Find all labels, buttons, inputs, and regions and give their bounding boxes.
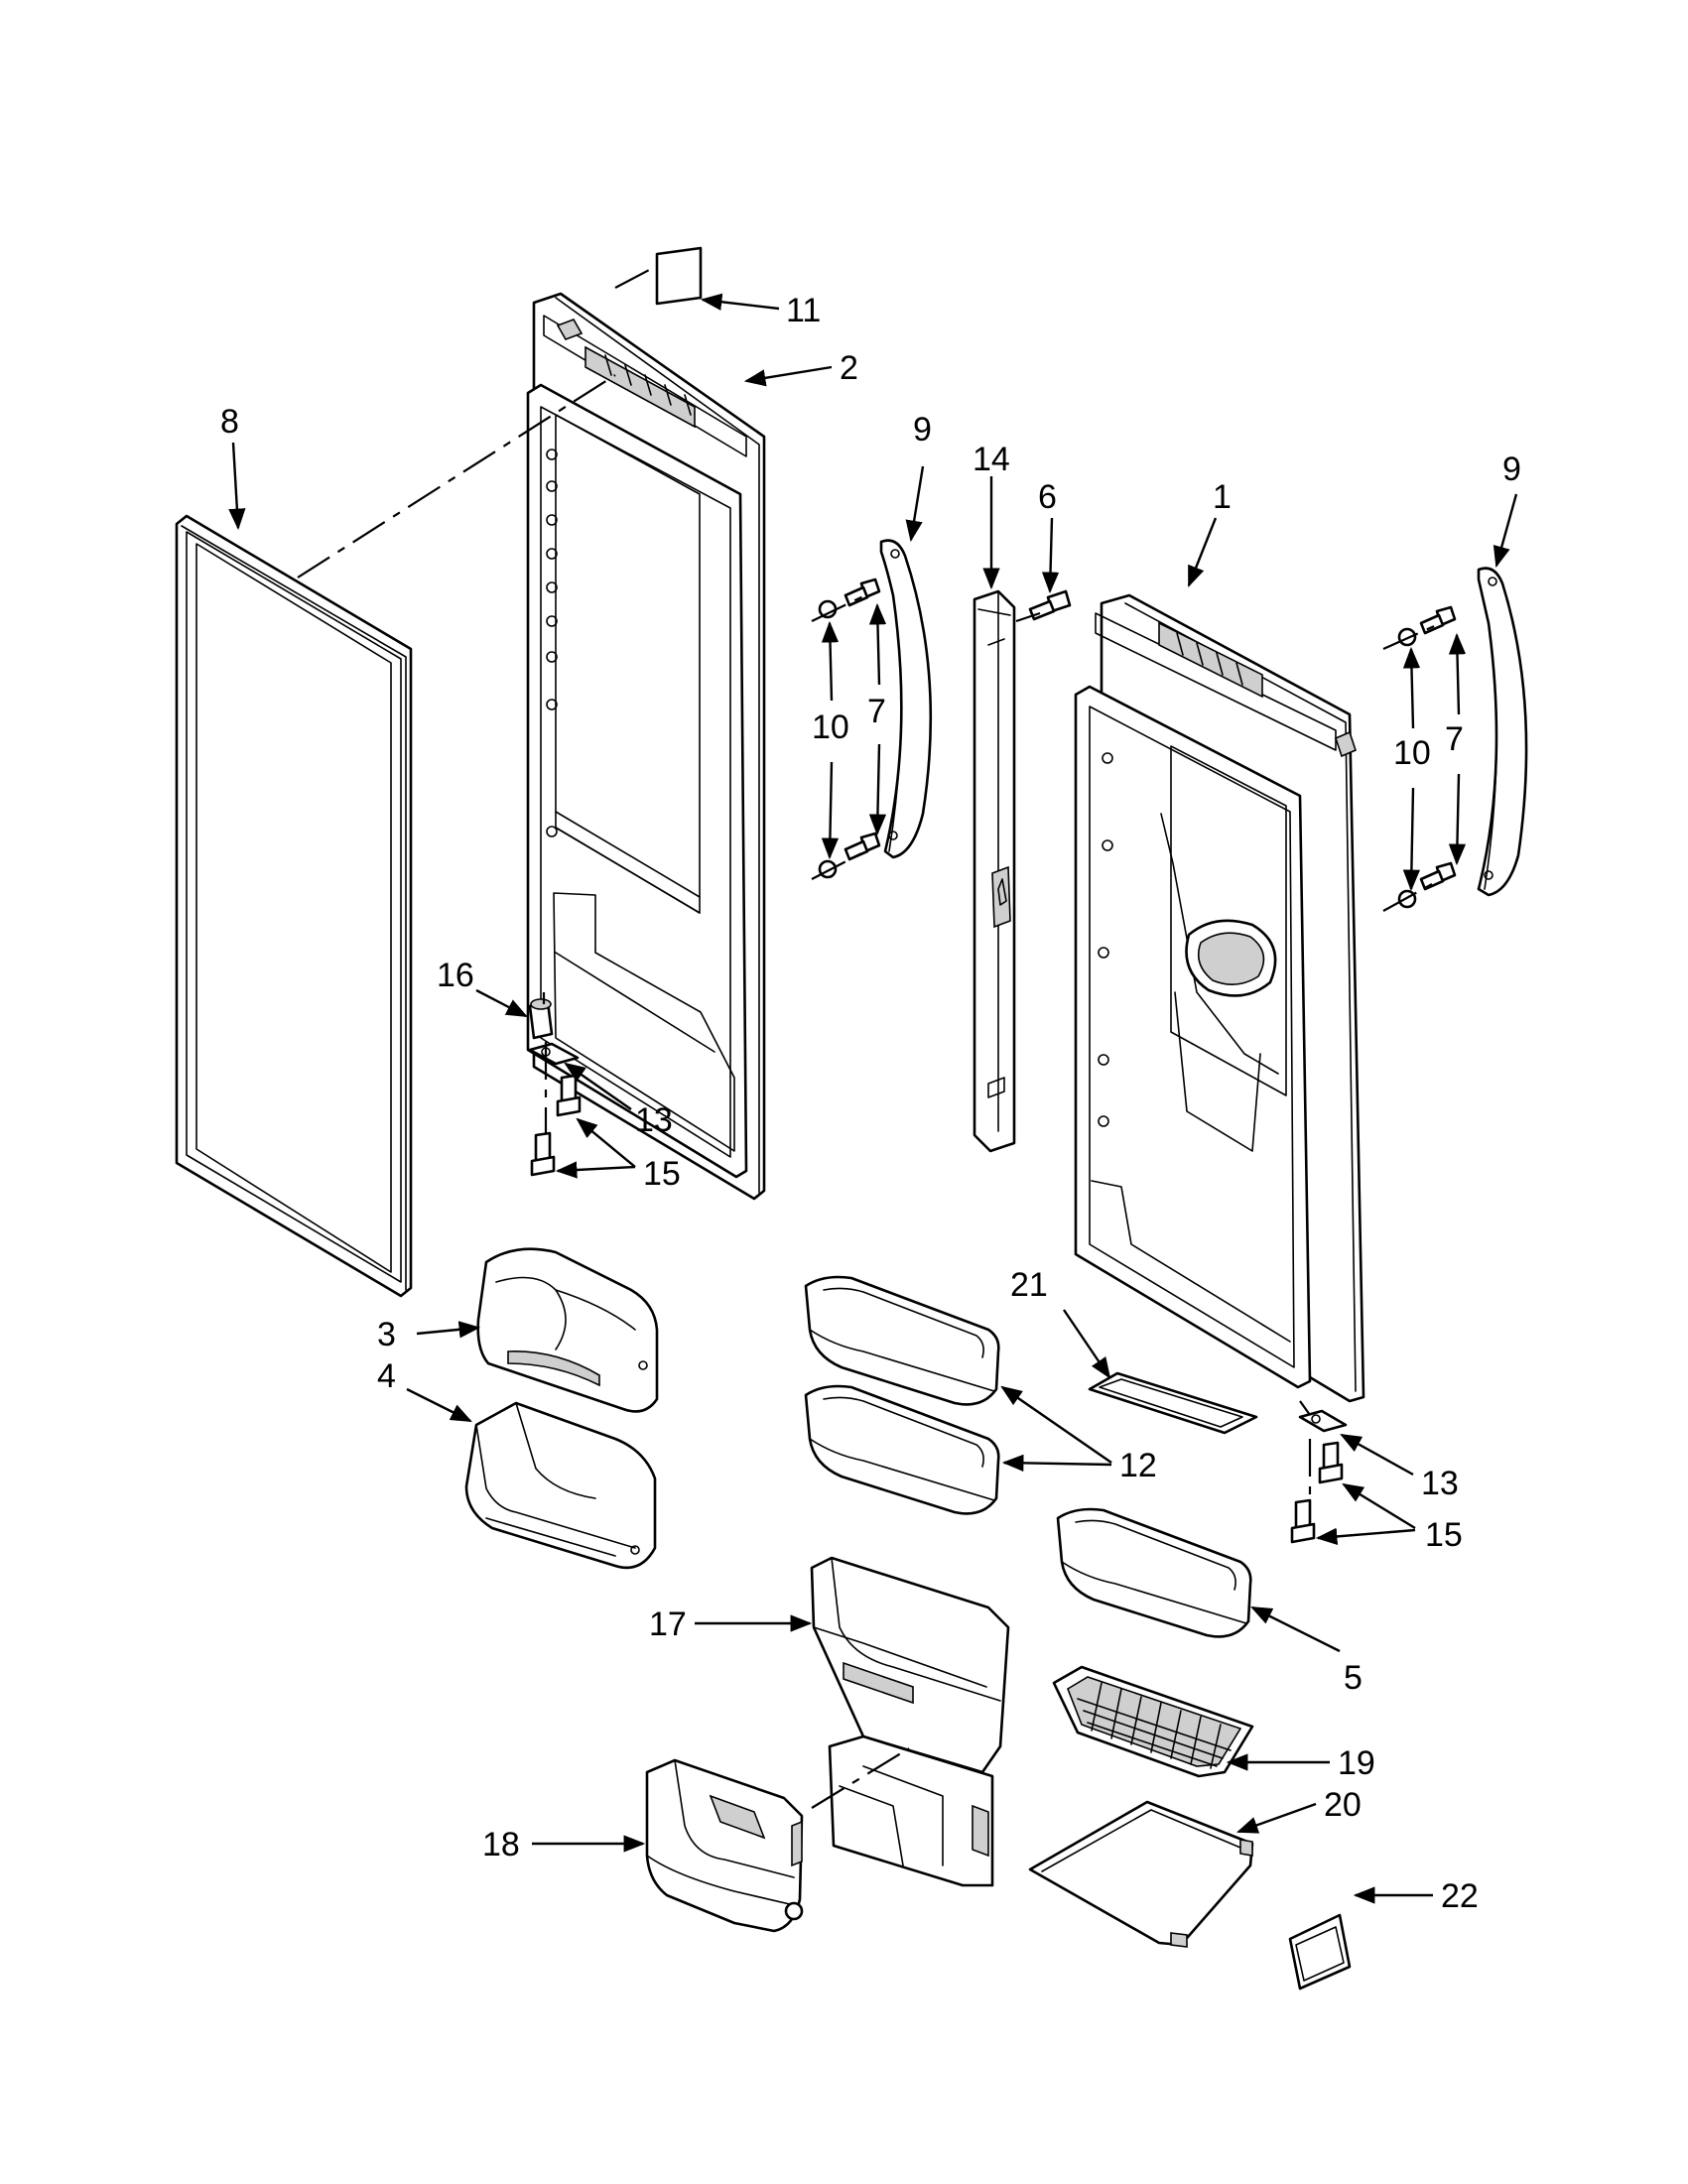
callout-8: 8: [220, 403, 239, 441]
callout-18: 18: [482, 1826, 520, 1863]
callout-19: 19: [1338, 1744, 1375, 1782]
center-mullion: [973, 589, 1016, 1153]
right-door: [1074, 593, 1365, 1403]
callout-9-left: 9: [913, 411, 932, 449]
door-bin-upper: [804, 1275, 1000, 1406]
callout-17: 17: [649, 1606, 687, 1643]
bin-shelf: [1088, 1371, 1258, 1435]
dispenser-tray-cover: [1028, 1800, 1254, 1948]
drip-grille: [1052, 1665, 1254, 1778]
callout-22: 22: [1441, 1877, 1479, 1915]
callout-4: 4: [377, 1357, 396, 1395]
assembly-line-bucket: [811, 1747, 910, 1809]
callout-1: 1: [1213, 478, 1232, 516]
callout-labels: 11 2 8 9 14 6 1 9 10 7 10 7 16 13 15 3 4…: [220, 292, 1521, 1915]
callout-5: 5: [1344, 1659, 1363, 1697]
hardware-alignment-lines: [542, 267, 1442, 1500]
callout-14: 14: [973, 441, 1010, 478]
callout-21: 21: [1010, 1266, 1048, 1304]
leader-arrows: [228, 293, 1518, 1904]
door-bin-lower: [1056, 1507, 1252, 1638]
callout-10-left: 10: [812, 708, 849, 746]
callout-11: 11: [786, 292, 821, 329]
callout-10-right: 10: [1393, 734, 1431, 772]
callout-2: 2: [840, 349, 858, 387]
callout-15-right: 15: [1425, 1516, 1463, 1554]
callout-13-left: 13: [635, 1101, 673, 1139]
assembly-line-gasket: [297, 374, 616, 578]
callout-6: 6: [1038, 478, 1057, 516]
callout-15-left: 15: [643, 1155, 681, 1193]
door-label: [655, 246, 703, 306]
door-bin-middle: [804, 1384, 1000, 1515]
callout-7-right: 7: [1445, 720, 1464, 758]
callout-12: 12: [1119, 1447, 1157, 1484]
callout-7-left: 7: [867, 693, 886, 730]
callout-3: 3: [377, 1316, 396, 1353]
door-gasket: [175, 514, 413, 1298]
door-handle-left: [879, 539, 933, 859]
dairy-door: [476, 1247, 659, 1413]
left-door: [526, 292, 766, 1201]
ice-bin: [810, 1556, 1010, 1887]
callout-13-right: 13: [1421, 1465, 1459, 1502]
small-cover: [1288, 1913, 1352, 1991]
callout-20: 20: [1324, 1786, 1362, 1824]
callout-9-right: 9: [1502, 450, 1521, 488]
callout-16: 16: [437, 957, 474, 994]
dairy-bin: [464, 1401, 657, 1570]
ice-bucket: [645, 1758, 804, 1933]
door-handle-right: [1477, 567, 1528, 897]
